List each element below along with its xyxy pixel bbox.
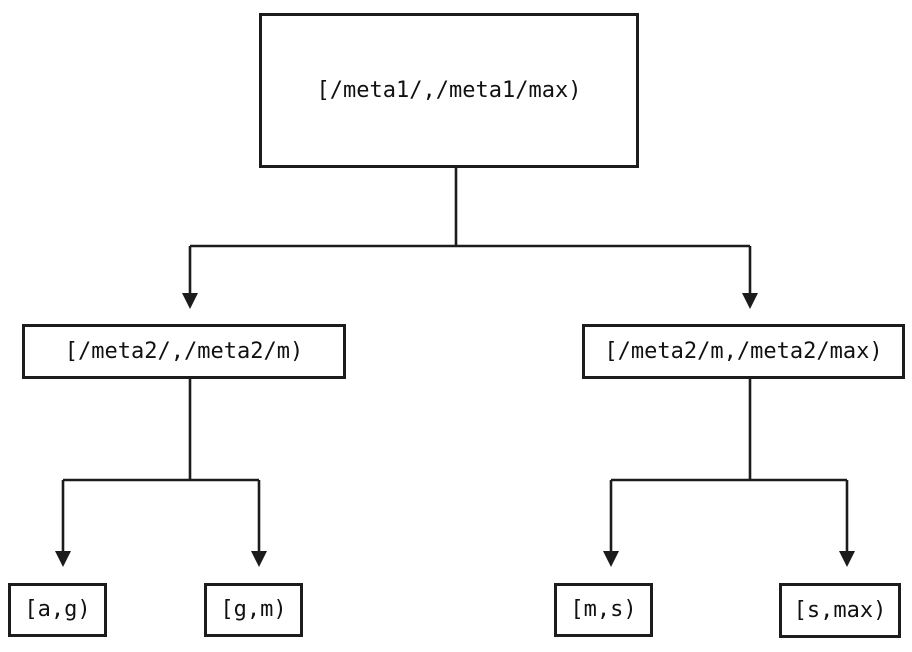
tree-node-meta2-upper: [/meta2/m,/meta2/max) <box>582 324 905 379</box>
tree-node-leaf-a-g-label: [a,g) <box>24 597 91 622</box>
arrowhead-icon <box>839 551 855 567</box>
arrowhead-icon <box>742 293 758 309</box>
tree-node-leaf-m-s: [m,s) <box>554 583 653 637</box>
arrowhead-icon <box>603 551 619 567</box>
tree-node-leaf-s-max: [s,max) <box>779 583 901 638</box>
tree-node-meta2-lower: [/meta2/,/meta2/m) <box>22 324 346 379</box>
tree-node-leaf-g-m-label: [g,m) <box>220 597 287 622</box>
tree-node-leaf-a-g: [a,g) <box>8 583 107 637</box>
tree-node-meta2-upper-label: [/meta2/m,/meta2/max) <box>604 338 883 364</box>
arrowhead-icon <box>251 551 267 567</box>
arrowhead-icon <box>55 551 71 567</box>
tree-node-leaf-g-m: [g,m) <box>204 583 303 637</box>
tree-node-leaf-m-s-label: [m,s) <box>570 597 637 622</box>
tree-node-root-label: [/meta1/,/meta1/max) <box>316 77 582 103</box>
tree-node-leaf-s-max-label: [s,max) <box>793 597 887 623</box>
tree-node-meta2-lower-label: [/meta2/,/meta2/m) <box>64 338 304 364</box>
tree-node-root: [/meta1/,/meta1/max) <box>259 13 639 168</box>
arrowhead-icon <box>182 293 198 309</box>
